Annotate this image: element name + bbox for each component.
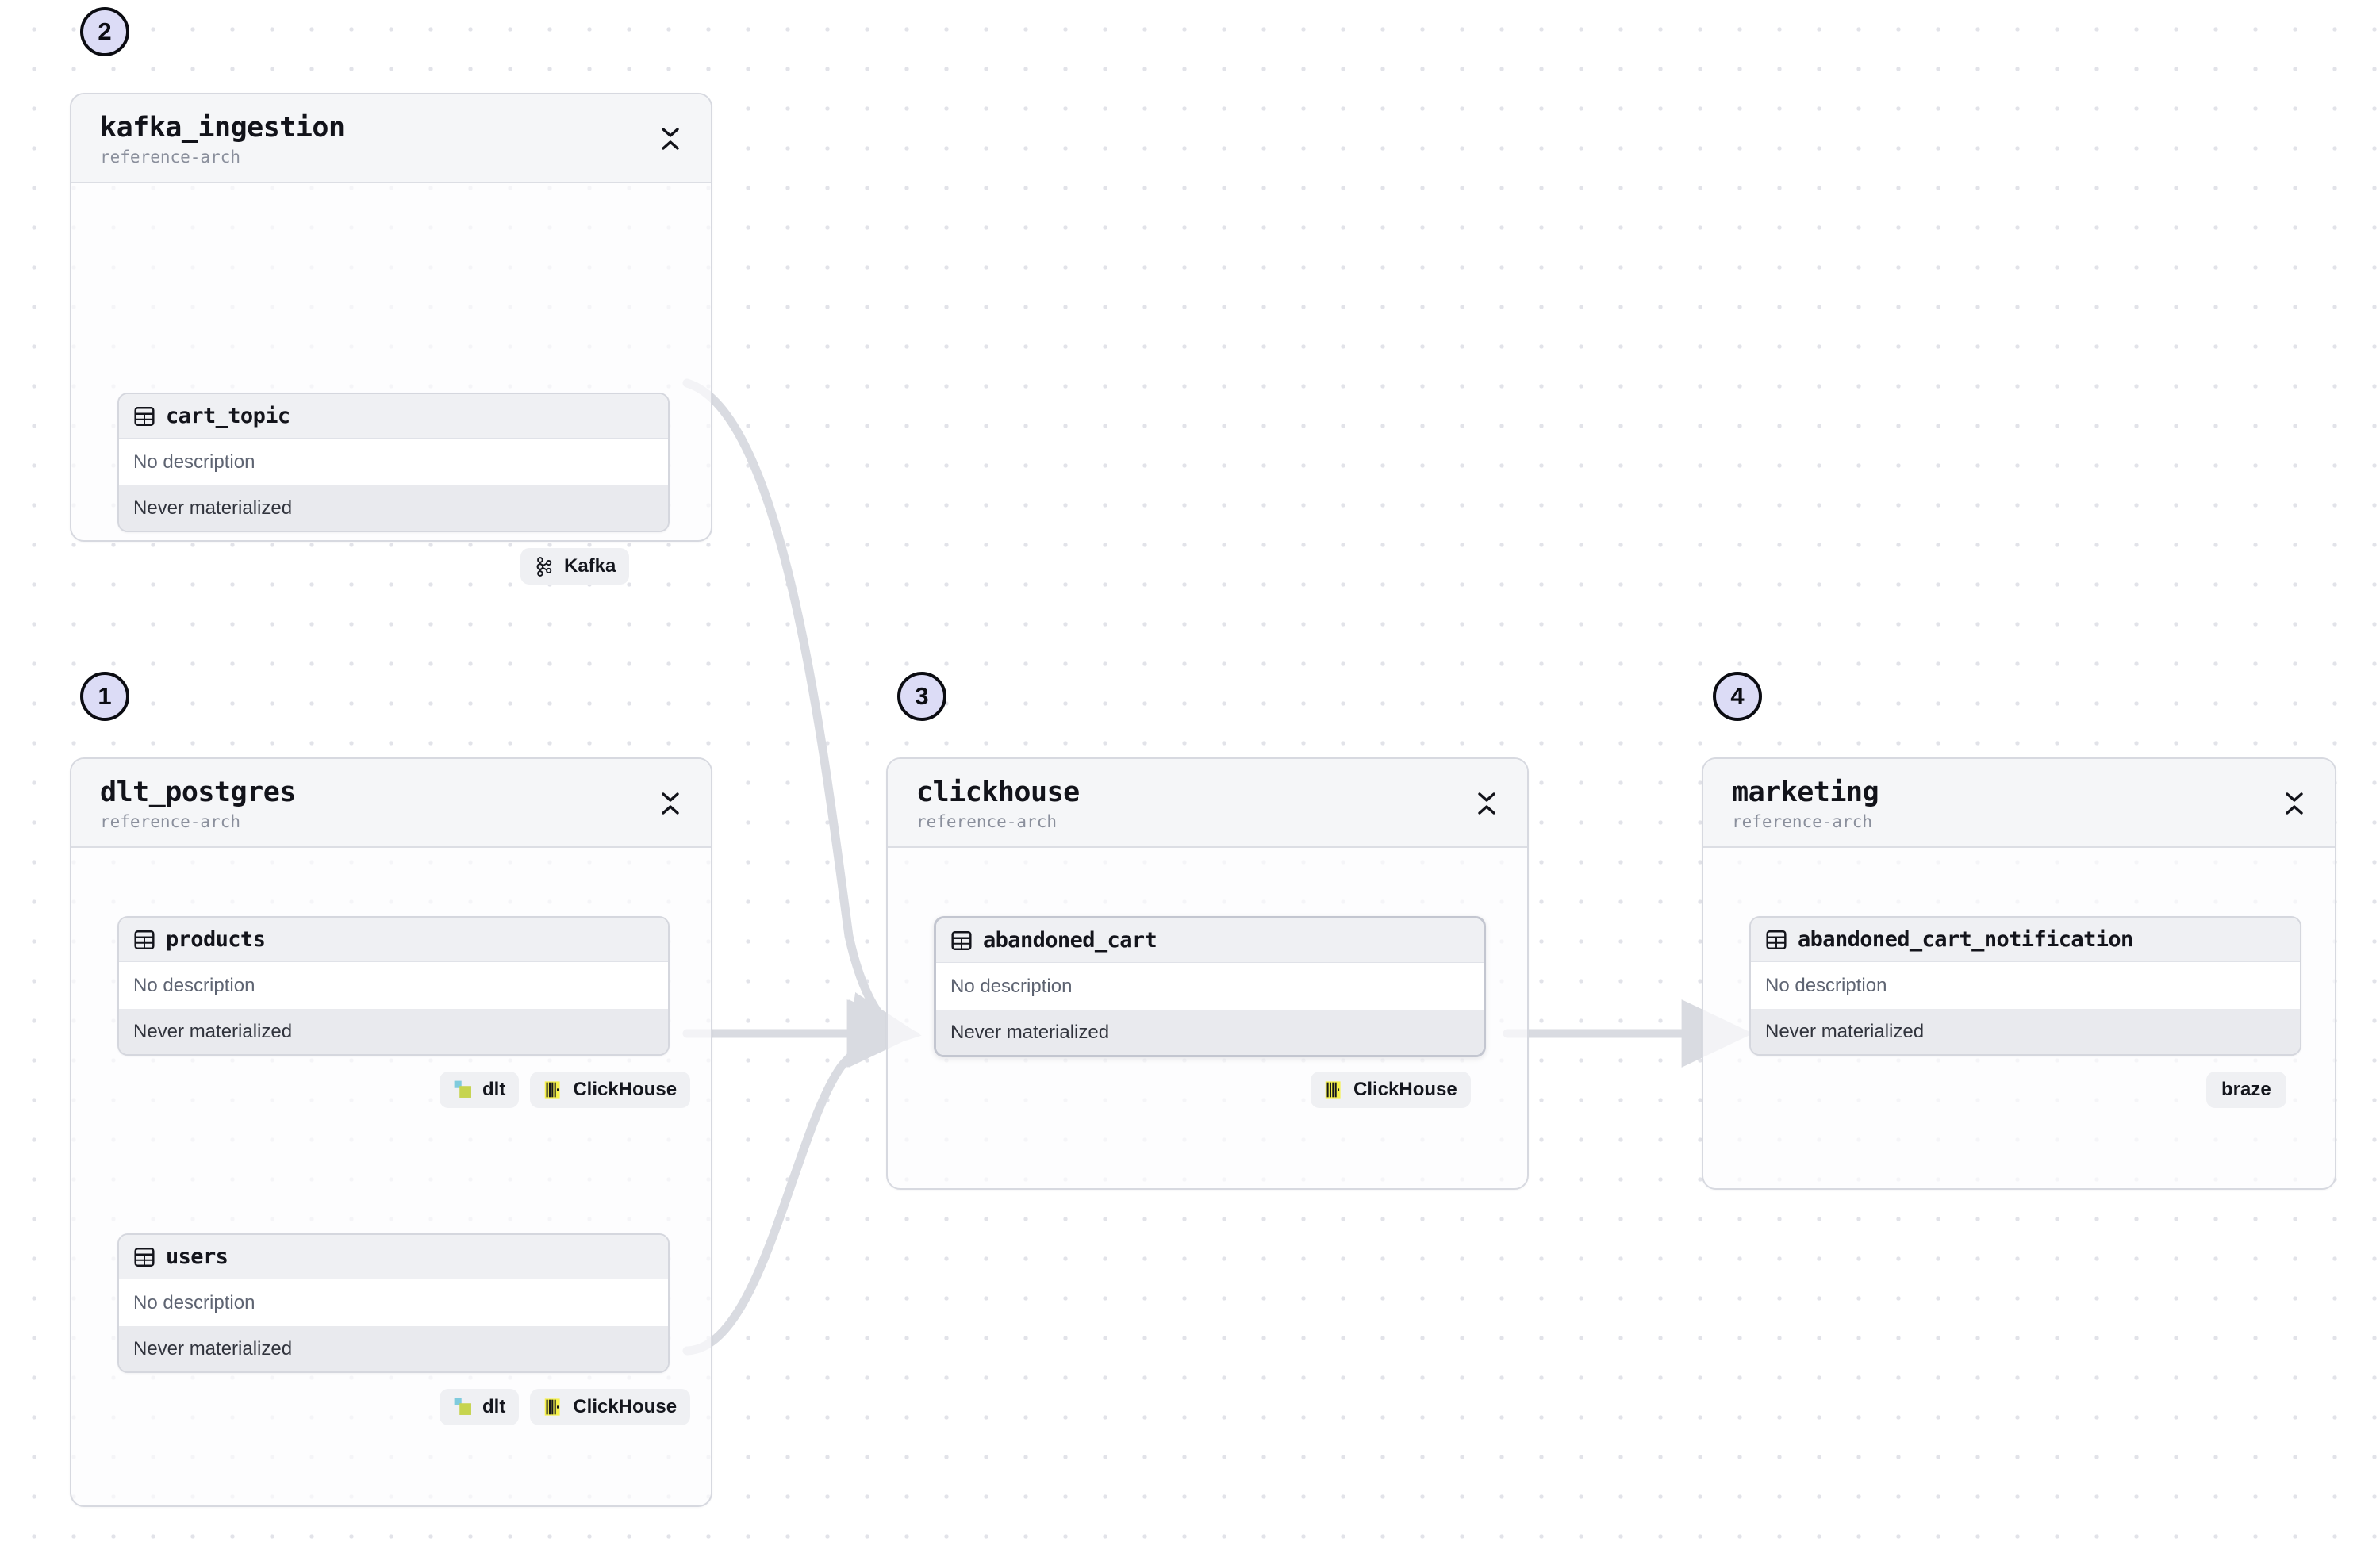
table-icon	[951, 930, 972, 950]
group-subtitle: reference-arch	[916, 811, 1058, 831]
node-materialization: Never materialized	[119, 1009, 668, 1054]
kafka-icon	[536, 556, 552, 577]
node-products[interactable]: products No description Never materializ…	[117, 916, 670, 1056]
group-kafka-ingestion[interactable]: kafka_ingestion reference-arch cart_topi…	[70, 93, 712, 585]
node-abandoned-cart-notification[interactable]: abandoned_cart_notification No descripti…	[1749, 916, 2301, 1056]
tag-clickhouse[interactable]: ClickHouse	[1311, 1072, 1471, 1108]
table-icon	[134, 930, 155, 949]
tag-row: braze	[2206, 1072, 2286, 1108]
node-description: No description	[119, 439, 668, 485]
tag-row: dlt ClickHouse	[440, 1389, 691, 1425]
tag-row: ClickHouse	[1311, 1072, 1471, 1108]
node-name: abandoned_cart_notification	[1798, 927, 2133, 952]
collapse-chevrons-icon[interactable]	[657, 788, 684, 819]
tag-dlt[interactable]: dlt	[440, 1389, 520, 1425]
group-title: marketing	[1732, 776, 1879, 808]
node-description: No description	[119, 1279, 668, 1326]
clickhouse-icon	[1325, 1081, 1341, 1099]
tag-label: Kafka	[564, 555, 616, 577]
table-icon	[134, 406, 155, 426]
group-subtitle: reference-arch	[100, 811, 241, 831]
node-name: cart_topic	[166, 404, 290, 428]
group-body: abandoned_cart_notification No descripti…	[1703, 848, 2335, 1188]
tag-kafka[interactable]: Kafka	[520, 548, 630, 585]
node-description: No description	[936, 963, 1484, 1010]
tag-label: ClickHouse	[1353, 1079, 1457, 1100]
tag-label: ClickHouse	[573, 1079, 678, 1100]
step-badge-3: 3	[897, 672, 946, 721]
tag-label: dlt	[482, 1396, 506, 1417]
node-name: products	[166, 927, 266, 952]
collapse-chevrons-icon[interactable]	[2281, 788, 2308, 819]
tag-label: ClickHouse	[573, 1396, 678, 1417]
group-subtitle: reference-arch	[100, 147, 241, 167]
node-header: abandoned_cart	[936, 918, 1484, 963]
group-header[interactable]: kafka_ingestion reference-arch	[71, 94, 711, 183]
tag-row: dlt ClickHouse	[440, 1072, 691, 1108]
node-description: No description	[119, 962, 668, 1009]
node-materialization: Never materialized	[119, 485, 668, 531]
step-badge-2: 2	[80, 7, 129, 56]
step-badge-4: 4	[1713, 672, 1762, 721]
tag-braze[interactable]: braze	[2206, 1072, 2286, 1108]
group-body: abandoned_cart No description Never mate…	[888, 848, 1527, 1188]
group-clickhouse[interactable]: clickhouse reference-arch abandoned_cart…	[886, 757, 1529, 1190]
clickhouse-icon	[545, 1398, 560, 1416]
node-header: products	[119, 918, 668, 962]
collapse-chevrons-icon[interactable]	[1473, 788, 1500, 819]
group-header[interactable]: clickhouse reference-arch	[888, 759, 1527, 848]
node-header: cart_topic	[119, 394, 668, 439]
collapse-chevrons-icon[interactable]	[657, 123, 684, 155]
tag-clickhouse[interactable]: ClickHouse	[530, 1389, 691, 1425]
group-subtitle: reference-arch	[1732, 811, 1873, 831]
dlt-icon	[454, 1398, 471, 1415]
group-dlt-postgres[interactable]: dlt_postgres reference-arch products No …	[70, 757, 712, 1507]
node-description: No description	[1751, 962, 2300, 1009]
tag-label: braze	[2221, 1079, 2271, 1100]
node-name: abandoned_cart	[983, 928, 1157, 953]
node-materialization: Never materialized	[1751, 1009, 2300, 1054]
node-abandoned-cart[interactable]: abandoned_cart No description Never mate…	[934, 916, 1486, 1057]
tag-dlt[interactable]: dlt	[440, 1072, 520, 1108]
group-title: kafka_ingestion	[100, 112, 345, 144]
node-name: users	[166, 1244, 228, 1269]
node-users[interactable]: users No description Never materialized	[117, 1233, 670, 1373]
clickhouse-icon	[545, 1081, 560, 1099]
group-body: products No description Never materializ…	[71, 848, 711, 1505]
node-materialization: Never materialized	[936, 1010, 1484, 1055]
group-body: cart_topic No description Never material…	[71, 183, 711, 585]
dlt-icon	[454, 1080, 471, 1098]
node-header: users	[119, 1235, 668, 1279]
node-header: abandoned_cart_notification	[1751, 918, 2300, 962]
group-header[interactable]: marketing reference-arch	[1703, 759, 2335, 848]
group-marketing[interactable]: marketing reference-arch abandoned_cart_…	[1702, 757, 2336, 1190]
table-icon	[1766, 930, 1787, 949]
table-icon	[134, 1247, 155, 1267]
tag-row: Kafka	[520, 548, 630, 585]
node-cart-topic[interactable]: cart_topic No description Never material…	[117, 393, 670, 532]
tag-label: dlt	[482, 1079, 506, 1100]
tag-clickhouse[interactable]: ClickHouse	[530, 1072, 691, 1108]
group-title: dlt_postgres	[100, 776, 296, 808]
group-header[interactable]: dlt_postgres reference-arch	[71, 759, 711, 848]
node-materialization: Never materialized	[119, 1326, 668, 1371]
step-badge-1: 1	[80, 672, 129, 721]
group-title: clickhouse	[916, 776, 1080, 808]
